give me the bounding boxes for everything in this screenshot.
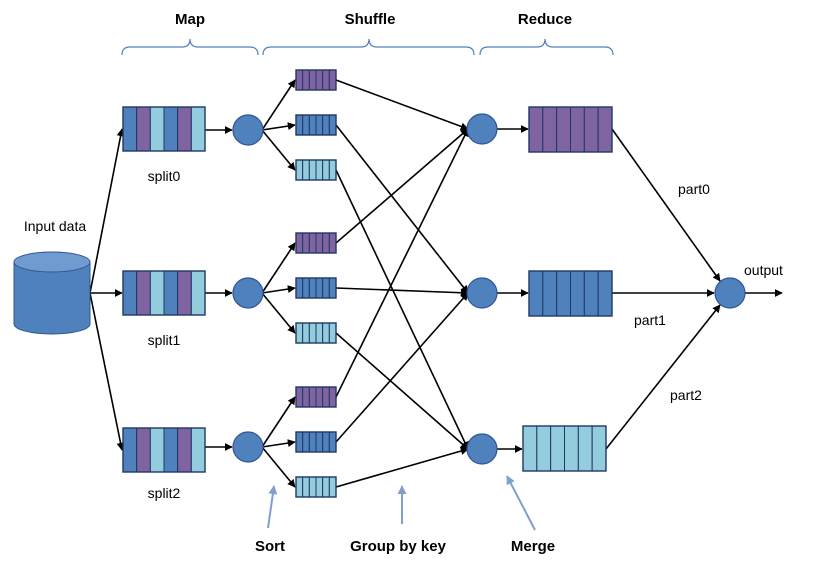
reduce-node-0 (466, 113, 498, 145)
part1-block (528, 270, 613, 317)
part0-label: part0 (678, 181, 710, 197)
arrow-map2-buffer2 (261, 446, 296, 488)
arrow-input-split0 (89, 128, 125, 294)
arrow-map2-buffer0 (261, 396, 296, 448)
phase-map-label: Map (175, 11, 205, 28)
map-node-1 (232, 277, 264, 309)
reduce-node-1 (466, 277, 498, 309)
arrow-buffer22-reduce2 (335, 447, 469, 488)
part2-label: part2 (670, 387, 702, 403)
split1-block (122, 270, 206, 316)
merge-pointer (506, 475, 536, 531)
phase-reduce-label: Reduce (518, 11, 572, 28)
output-label: output (744, 262, 783, 278)
split1-label: split1 (148, 332, 181, 348)
input-database-icon (13, 251, 91, 335)
shuffle-buffer-1-1 (295, 277, 337, 299)
shuffle-buffer-2-1 (295, 431, 337, 453)
arrow-map1-buffer1 (261, 285, 296, 294)
shuffle-buffers (295, 69, 337, 498)
reduce-node-2 (466, 433, 498, 465)
part0-block (528, 106, 613, 153)
phase-shuffle-bracket (262, 38, 475, 56)
phase-reduce-bracket (479, 38, 614, 56)
arrow-input-split2 (89, 292, 125, 451)
reduce-circles (466, 113, 498, 465)
arrow-buffer00-reduce0 (335, 79, 469, 131)
output-node (714, 277, 746, 309)
arrow-buffer02-reduce2 (335, 169, 469, 450)
split2-block (122, 427, 206, 473)
phase-shuffle-label: Shuffle (345, 11, 396, 28)
split2-label: split2 (148, 485, 181, 501)
arrow-part0-output (611, 128, 721, 282)
shuffle-buffer-1-0 (295, 232, 337, 254)
annotation-pointers (267, 475, 536, 531)
arrow-buffer10-reduce0 (335, 128, 469, 244)
map-circles (232, 114, 264, 463)
phase-map-bracket (121, 38, 259, 56)
sort-annotation: Sort (255, 538, 285, 555)
split-blocks (122, 106, 206, 473)
arrow-map1-buffer2 (261, 292, 296, 334)
arrow-buffer21-reduce1 (335, 292, 469, 443)
split0-label: split0 (148, 168, 181, 184)
shuffle-buffer-0-1 (295, 114, 337, 136)
input-data-label: Input data (24, 218, 86, 234)
shuffle-buffer-0-2 (295, 159, 337, 181)
part-blocks (522, 106, 613, 472)
part2-block (522, 425, 607, 472)
arrow-map0-buffer2 (261, 129, 296, 171)
arrow-buffer20-reduce0 (335, 128, 469, 398)
arrow-map1-buffer0 (261, 242, 296, 294)
arrow-buffer12-reduce2 (335, 332, 469, 450)
arrow-buffer11-reduce1 (335, 287, 469, 297)
shuffle-buffer-0-0 (295, 69, 337, 91)
group-by-key-annotation: Group by key (350, 538, 447, 555)
arrows-layer (89, 79, 783, 488)
map-node-2 (232, 431, 264, 463)
merge-annotation: Merge (511, 538, 555, 555)
arrow-buffer01-reduce1 (335, 124, 469, 294)
arrow-map0-buffer1 (261, 122, 296, 131)
shuffle-buffer-1-2 (295, 322, 337, 344)
shuffle-buffer-2-0 (295, 386, 337, 408)
split0-block (122, 106, 206, 152)
map-node-0 (232, 114, 264, 146)
arrow-map0-buffer0 (261, 79, 296, 131)
sort-pointer (267, 485, 278, 529)
arrow-map2-buffer1 (261, 439, 296, 448)
shuffle-buffer-2-2 (295, 476, 337, 498)
arrow-part2-output (605, 304, 721, 450)
part1-label: part1 (634, 312, 666, 328)
